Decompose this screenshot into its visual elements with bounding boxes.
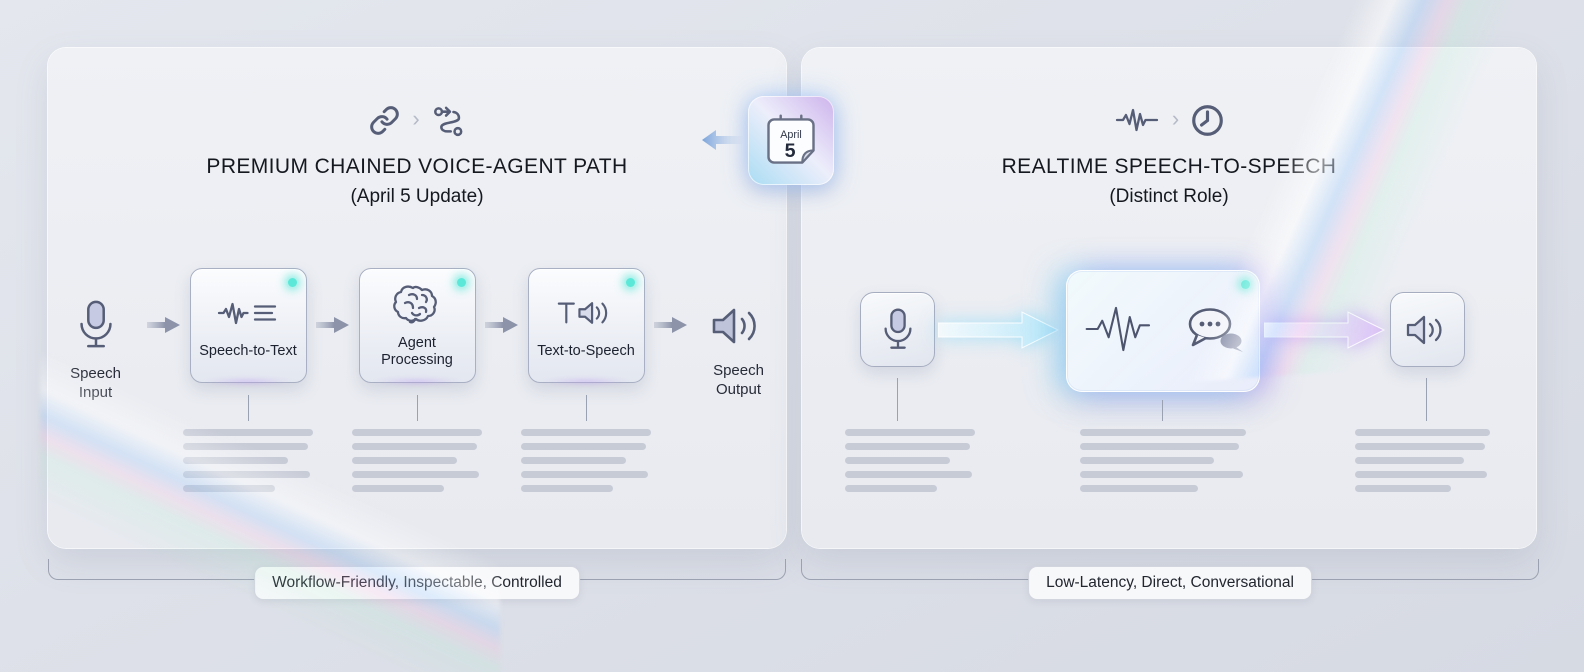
- placeholder-text-lines: [1355, 429, 1490, 499]
- endpoint-label: Speech Input: [70, 365, 121, 401]
- chevron-right-icon: ›: [1171, 106, 1180, 131]
- waveform-icon: [1115, 108, 1158, 132]
- realtime-panel: › REALTIME SPEECH-TO-SPEECH (Distinct Ro…: [802, 48, 1536, 548]
- microphone-icon: [79, 300, 112, 348]
- node-label: Text-to-Speech: [537, 343, 635, 360]
- speaker-icon: [712, 308, 756, 344]
- placeholder-text-lines: [183, 429, 313, 499]
- left-panel-subtitle: (April 5 Update): [350, 186, 484, 207]
- chained-pipeline-flow: Speech Input Speech-to-Text: [48, 266, 786, 403]
- connector-line: [416, 395, 418, 421]
- link-icon: [370, 105, 400, 135]
- clock-icon: [1192, 104, 1223, 136]
- status-dot: [625, 278, 635, 287]
- node-label: Agent Processing: [381, 334, 453, 368]
- waveform-text-icon: [217, 288, 279, 338]
- node-speech-to-text: Speech-to-Text: [189, 268, 307, 383]
- endpoint-label: Speech Output: [713, 362, 764, 398]
- left-panel-title: PREMIUM CHAINED VOICE-AGENT PATH: [206, 155, 628, 178]
- placeholder-text-lines: [845, 429, 975, 499]
- chat-bubbles-icon: [1185, 305, 1245, 358]
- chained-path-panel: › PREMIUM CHAINED VOICE-AGENT PATH (Apri…: [48, 48, 786, 548]
- waveform-icon: [1081, 296, 1173, 367]
- left-bracket: Workflow-Friendly, Inspectable, Controll…: [48, 559, 786, 600]
- calendar-icon: April 5: [748, 96, 834, 185]
- realtime-input-box: [860, 292, 935, 367]
- connector-line: [1426, 378, 1427, 421]
- badge-month: April: [780, 129, 802, 141]
- right-header-icons: ›: [802, 98, 1536, 142]
- badge-day: 5: [785, 139, 796, 161]
- connector-line: [247, 395, 249, 421]
- left-caption-pill: Workflow-Friendly, Inspectable, Controll…: [254, 566, 580, 600]
- arrow-left-icon: [702, 130, 744, 150]
- left-panel-header: › PREMIUM CHAINED VOICE-AGENT PATH (Apri…: [48, 98, 786, 208]
- connector-line: [1162, 400, 1163, 421]
- glow-arrow-icon: [938, 311, 1060, 349]
- speech-input-endpoint: Speech Input: [54, 266, 138, 403]
- chevron-right-icon: ›: [412, 106, 420, 131]
- node-speech-to-speech: [1066, 270, 1260, 392]
- placeholder-text-lines: [521, 429, 651, 499]
- glow-arrow-icon: [1264, 311, 1386, 349]
- placeholder-text-lines: [1080, 429, 1246, 499]
- left-header-icons: ›: [48, 98, 786, 142]
- node-agent-processing: Agent Processing: [358, 268, 476, 383]
- connector-line: [585, 395, 587, 421]
- workflow-route-icon: [433, 106, 463, 136]
- status-dot: [456, 278, 466, 287]
- flow-arrow-icon: [653, 317, 687, 333]
- speech-output-endpoint: Speech Output: [697, 266, 781, 400]
- flow-arrow-icon: [315, 317, 349, 333]
- status-dot: [1241, 280, 1250, 289]
- april-5-update-badge: April 5: [700, 96, 840, 188]
- right-panel-subtitle: (Distinct Role): [1109, 186, 1229, 207]
- right-panel-header: › REALTIME SPEECH-TO-SPEECH (Distinct Ro…: [802, 98, 1536, 208]
- text-to-speech-icon: [556, 288, 616, 338]
- speaker-icon: [1406, 315, 1442, 344]
- node-text-to-speech: Text-to-Speech: [527, 268, 645, 383]
- placeholder-text-lines: [352, 429, 482, 499]
- realtime-output-box: [1390, 292, 1465, 367]
- microphone-icon: [883, 308, 912, 349]
- right-bracket: Low-Latency, Direct, Conversational: [801, 559, 1539, 600]
- right-caption-pill: Low-Latency, Direct, Conversational: [1028, 566, 1312, 600]
- flow-arrow-icon: [484, 317, 518, 333]
- flow-arrow-icon: [146, 317, 180, 333]
- node-label: Speech-to-Text: [199, 343, 297, 360]
- right-panel-title: REALTIME SPEECH-TO-SPEECH: [1001, 155, 1337, 178]
- connector-line: [897, 378, 898, 421]
- brain-icon: [391, 280, 443, 330]
- status-dot: [287, 278, 297, 287]
